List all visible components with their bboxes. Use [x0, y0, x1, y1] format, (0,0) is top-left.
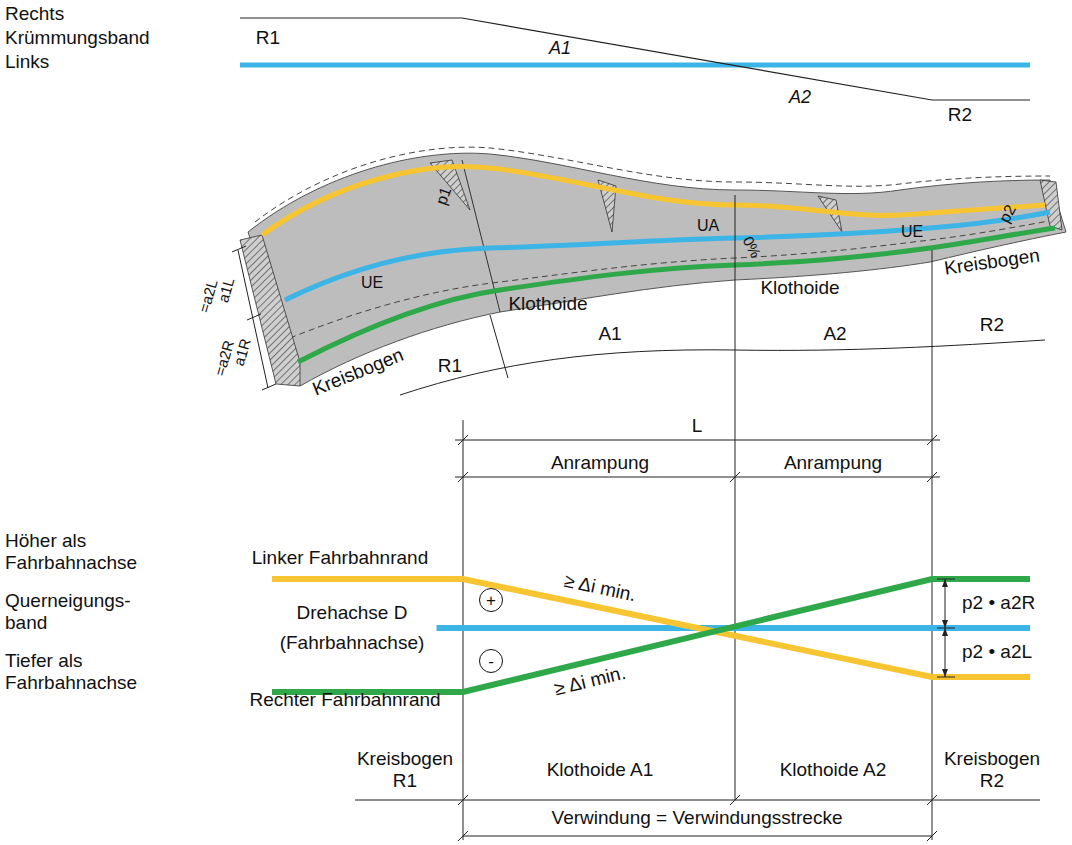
diagram-label: A1	[598, 323, 621, 345]
drawing-stroke	[730, 472, 740, 482]
drawing-stroke	[458, 435, 468, 445]
drawing-stroke	[240, 18, 1030, 100]
drawing-stroke	[937, 628, 955, 629]
diagram-label: UE	[901, 223, 923, 241]
drawing-stroke	[937, 579, 955, 580]
drawing-stroke	[490, 315, 508, 378]
diagram-label: Kreisbogen R2	[932, 748, 1052, 792]
diagram-label: p2 • a2R	[962, 592, 1035, 614]
diagram-label: Rechts	[5, 3, 64, 25]
diagram-label: A2	[789, 87, 811, 108]
sign-text: +	[486, 592, 496, 609]
road-plan	[232, 147, 1066, 390]
drawing-stroke	[285, 212, 1050, 300]
drawing-stroke	[298, 228, 1055, 362]
drawing-stroke	[932, 250, 933, 840]
diagram-label: R1	[256, 27, 280, 49]
drawing-stroke	[458, 831, 468, 841]
drawing-stroke	[927, 472, 937, 482]
drawing-stroke	[400, 340, 1045, 395]
drawing-stroke	[262, 384, 276, 390]
diagram-label: L	[690, 415, 705, 437]
diagram-label: Anrampung	[551, 452, 649, 474]
diagram-label: R2	[948, 104, 972, 126]
diagram-label: Klothoide A1	[545, 759, 655, 781]
diagram-label: Klothoide A2	[778, 759, 888, 781]
drawing-stroke	[238, 250, 268, 388]
drawing-stroke	[927, 831, 937, 841]
drawing-stroke	[455, 440, 940, 441]
drawing-stroke	[458, 795, 468, 805]
drawing-stroke	[927, 795, 937, 805]
diagram-label: Kreisbogen R1	[350, 748, 460, 792]
diagram-label: A1	[549, 38, 571, 59]
drawing-stroke	[455, 477, 940, 478]
diagram-label: R2	[980, 314, 1004, 336]
drawing-stroke	[735, 195, 736, 800]
drawing-stroke	[927, 435, 937, 445]
sign-circle: -	[479, 649, 503, 673]
diagram-label: Klothoide	[760, 277, 839, 299]
drawing-stroke	[942, 579, 948, 677]
bottom-scale	[355, 795, 1040, 841]
diagram-label: UA	[697, 217, 719, 235]
diagram-label: Drehachse D (Fahrbahnachse)	[268, 598, 437, 659]
drawing-stroke	[247, 314, 261, 320]
diagram-label: Klothoide	[508, 293, 587, 315]
diagram-label: Querneigungs- band	[5, 590, 145, 634]
drawing-stroke	[355, 800, 1040, 801]
drawing-stroke	[240, 235, 300, 386]
diagram-label: A2	[823, 323, 846, 345]
diagram-label: Rechter Fahrbahnrand	[249, 689, 440, 711]
drawing-stroke	[937, 677, 955, 678]
drawing-stroke	[463, 836, 932, 837]
axis-arc	[400, 195, 1045, 840]
curvature-band	[240, 18, 1030, 100]
drawing-stroke	[730, 795, 740, 805]
diagram-label: p2 • a2L	[962, 641, 1032, 663]
sign-text: -	[488, 653, 494, 670]
diagram-label: Krümmungsband	[5, 27, 150, 49]
diagram-label: Links	[5, 51, 49, 73]
diagram-label: UE	[361, 274, 383, 292]
diagram-label: Verwindung = Verwindungsstrecke	[552, 807, 843, 829]
diagram-label: Höher als Fahrbahnachse	[5, 530, 155, 574]
diagram-label: R1	[438, 355, 462, 377]
drawing-stroke	[232, 246, 246, 252]
diagram-label: Linker Fahrbahnrand	[252, 547, 428, 569]
dimension-lines	[455, 435, 940, 482]
diagram-label: Anrampung	[784, 452, 882, 474]
sign-circle: +	[479, 588, 503, 612]
drawing-stroke	[240, 63, 1030, 68]
diagram-label: Tiefer als Fahrbahnachse	[5, 650, 155, 694]
drawing-stroke	[262, 167, 1045, 235]
drawing-stroke	[458, 472, 468, 482]
